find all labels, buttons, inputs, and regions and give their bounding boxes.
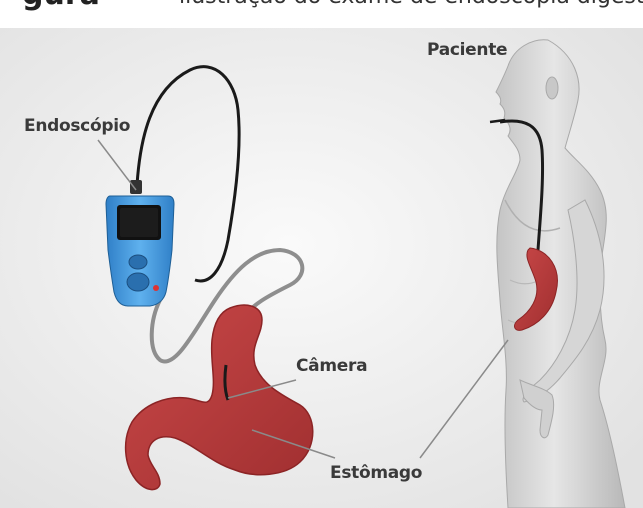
patient-ear [546, 77, 558, 99]
device-screen-glare [120, 208, 158, 237]
label-patient: Paciente [427, 40, 507, 60]
label-stomach: Estômago [330, 463, 422, 483]
device-record-button [153, 285, 159, 291]
device-button-lower [127, 273, 149, 291]
device-connector [130, 180, 142, 194]
endoscope-device [106, 180, 174, 306]
device-button-center [129, 255, 147, 269]
label-camera: Câmera [296, 356, 367, 376]
label-endoscope: Endoscópio [24, 116, 130, 136]
